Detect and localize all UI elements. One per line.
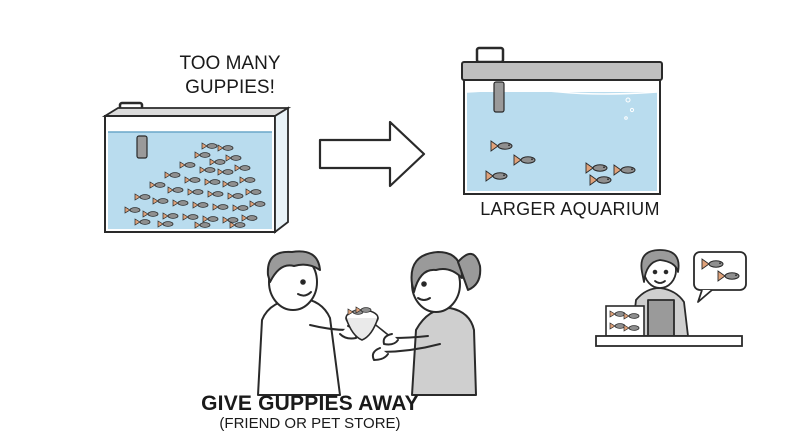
give-away-sublabel: (FRIEND OR PET STORE) <box>219 415 401 432</box>
give-away-label: GIVE GUPPIES AWAY <box>201 392 419 415</box>
boy-figure <box>257 250 358 396</box>
larger-aquarium-label: LARGER AQUARIUM <box>480 199 660 219</box>
fish-net-icon <box>345 306 393 341</box>
girl-figure <box>371 251 482 396</box>
speech-bubble-icon <box>693 251 747 303</box>
large-aquarium <box>461 46 663 195</box>
overcrowded-title-line2: GUPPIES! <box>185 77 275 98</box>
fish-display-box <box>605 305 645 337</box>
overcrowded-title: TOO MANY GUPPIES! <box>120 52 340 100</box>
pet-store-clerk <box>631 249 689 337</box>
small-aquarium <box>101 101 292 234</box>
overcrowded-title-line1: TOO MANY <box>179 53 281 74</box>
store-counter <box>595 335 743 347</box>
right-arrow-icon <box>318 120 426 188</box>
